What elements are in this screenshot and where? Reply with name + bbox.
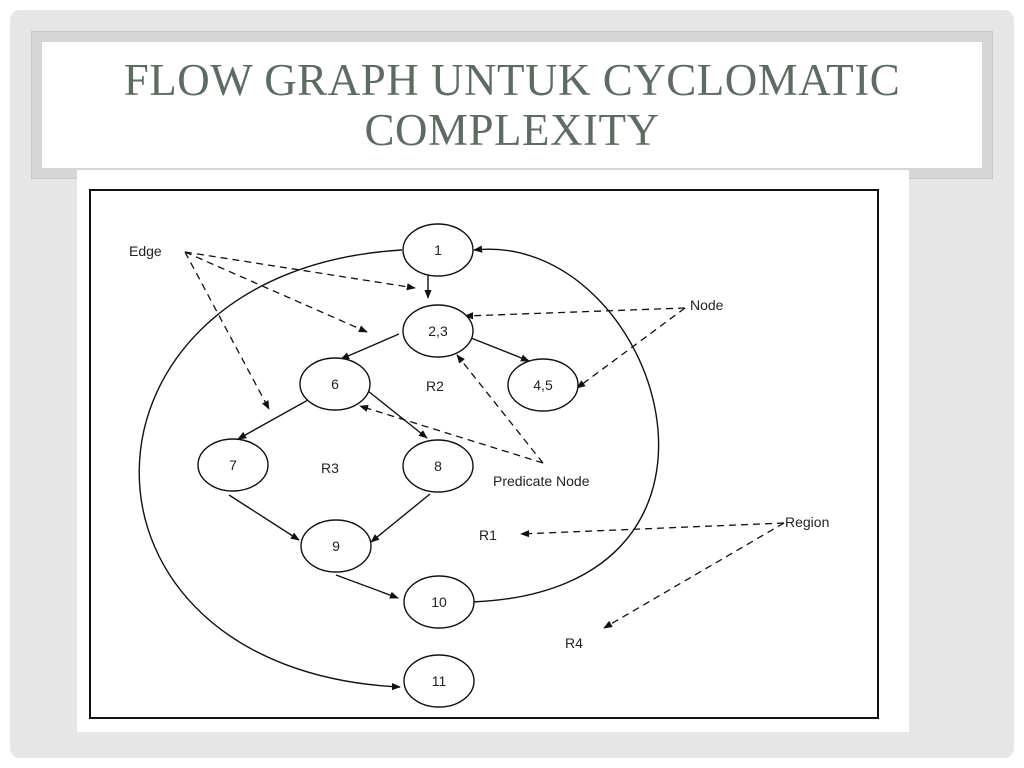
node-circle-8 — [402, 439, 474, 493]
slide-title: FLOW GRAPH UNTUK CYCLOMATIC COMPLEXITY — [124, 55, 900, 155]
node-circle-1 — [402, 223, 474, 277]
annotation-label-predicate-node: Predicate Node — [493, 473, 590, 489]
slide-title-line-1: FLOW GRAPH UNTUK CYCLOMATIC — [123, 55, 901, 105]
node-label-8: 8 — [434, 458, 442, 474]
title-frame: FLOW GRAPH UNTUK CYCLOMATIC COMPLEXITY — [31, 31, 993, 179]
edge-1-to-11 — [138, 249, 403, 691]
node-label-45: 4,5 — [533, 377, 553, 393]
region-label-r1: R1 — [479, 527, 497, 543]
edge-pointer-c — [184, 251, 270, 410]
region-label-r3: R3 — [321, 460, 339, 476]
node-label-10: 10 — [431, 594, 447, 610]
node-label-11: 11 — [432, 673, 447, 689]
edge-23-to-6 — [340, 333, 400, 360]
edge-pointer-a — [184, 251, 416, 291]
node-circle-6 — [299, 357, 371, 411]
region-label-r4: R4 — [565, 635, 583, 651]
edge-10-to-1 — [471, 245, 660, 603]
node-label-23: 2,3 — [428, 323, 448, 339]
node-label-6: 6 — [331, 376, 339, 392]
figure-panel: 1 2,3 4,5 6 7 8 9 10 11 R2 R3 R1 R4 Edge… — [77, 170, 909, 732]
annotation-label-edge: Edge — [129, 243, 162, 259]
edge-6-to-7 — [237, 399, 309, 440]
node-circle-23 — [402, 304, 474, 358]
slide-title-line-2: COMPLEXITY — [364, 105, 660, 155]
node-label-9: 9 — [332, 538, 340, 554]
title-box: FLOW GRAPH UNTUK CYCLOMATIC COMPLEXITY — [42, 42, 982, 168]
node-label-7: 7 — [229, 457, 237, 473]
predicate-pointer-b — [359, 404, 544, 464]
node-label-1: 1 — [434, 242, 442, 258]
region-pointer-a — [520, 522, 785, 538]
node-circle-45 — [507, 358, 579, 412]
edge-8-to-9 — [370, 493, 431, 543]
node-pointer-a — [464, 307, 686, 320]
flow-graph-diagram: 1 2,3 4,5 6 7 8 9 10 11 R2 R3 R1 R4 Edge… — [89, 189, 879, 719]
region-pointer-b — [603, 522, 785, 629]
node-circle-10 — [403, 575, 475, 629]
region-label-r2: R2 — [426, 378, 444, 394]
node-circle-11 — [403, 654, 475, 708]
slide: FLOW GRAPH UNTUK CYCLOMATIC COMPLEXITY — [10, 10, 1014, 758]
node-circle-9 — [300, 519, 372, 573]
node-circle-7 — [197, 438, 269, 492]
edge-pointer-b — [184, 251, 368, 333]
edge-9-to-10 — [335, 574, 399, 599]
node-pointer-b — [576, 307, 686, 389]
edge-7-to-9 — [228, 494, 300, 541]
annotation-label-region: Region — [785, 514, 829, 530]
annotation-label-node: Node — [690, 297, 724, 313]
edge-6-to-8 — [367, 390, 428, 439]
